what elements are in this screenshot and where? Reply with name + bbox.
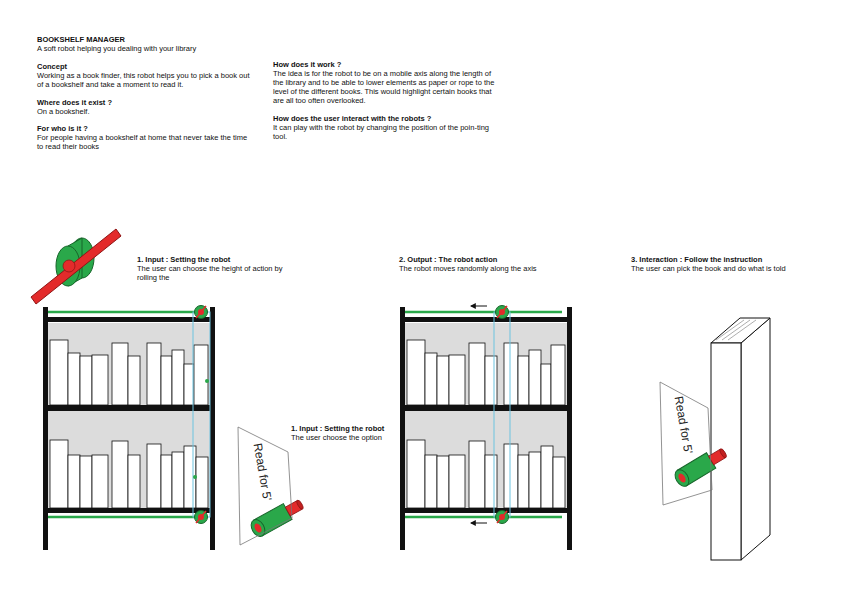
section-heading: 2. Output : The robot action xyxy=(399,255,599,264)
robot-icon xyxy=(496,511,509,524)
section-heading: Concept xyxy=(37,62,237,71)
body-text: Working as a book finder, this robot hel… xyxy=(37,71,252,89)
body-text: The user can choose the height of action… xyxy=(137,264,292,282)
section-heading: 1. Input : Setting the robot xyxy=(291,424,461,433)
robot-icon xyxy=(496,306,509,319)
motion-arrow xyxy=(471,306,487,307)
bookshelf xyxy=(43,307,215,550)
body-text: The user can pick the book and do what i… xyxy=(631,264,836,273)
body-text: On a bookshelf. xyxy=(37,107,237,116)
robot-roller xyxy=(31,229,121,304)
body-text: A soft robot helping you dealing with yo… xyxy=(37,44,297,53)
section-heading: How does the user interact with the robo… xyxy=(273,114,503,123)
section-heading: Where does it exist ? xyxy=(37,98,237,107)
section-heading: 1. Input : Setting the robot xyxy=(137,255,307,264)
page-title: BOOKSHELF MANAGER xyxy=(37,35,297,44)
instruction-text: Read for 5' xyxy=(251,442,274,502)
section-heading: For who is it ? xyxy=(37,124,237,133)
instruction-text: Read for 5' xyxy=(672,395,695,455)
marker-dot xyxy=(205,379,209,383)
pointing-robot xyxy=(248,496,306,539)
bookshelf xyxy=(400,307,572,550)
instruction-paper: Read for 5' xyxy=(658,380,714,508)
body-text: For people having a bookshelf at home th… xyxy=(37,133,252,151)
body-text: The idea is for the robot to be on a mob… xyxy=(273,69,503,105)
paper-sheet xyxy=(660,382,712,505)
section-heading: How does it work ? xyxy=(273,60,503,69)
robot-icon xyxy=(195,306,208,319)
body-text: It can play with the robot by changing t… xyxy=(273,123,498,141)
instruction-paper: Read for 5' xyxy=(236,425,294,547)
robot-axis xyxy=(193,312,210,517)
section-heading: 3. Interaction : Follow the instruction xyxy=(631,255,831,264)
book xyxy=(711,318,770,560)
body-text: The robot moves randomly along the axis xyxy=(399,264,599,273)
robot-axis xyxy=(494,312,510,517)
body-text: The user choose the option xyxy=(291,433,461,442)
paper-sheet xyxy=(238,427,292,545)
robot-icon xyxy=(195,511,208,524)
motion-arrow xyxy=(471,523,487,524)
marker-dot xyxy=(193,475,197,479)
